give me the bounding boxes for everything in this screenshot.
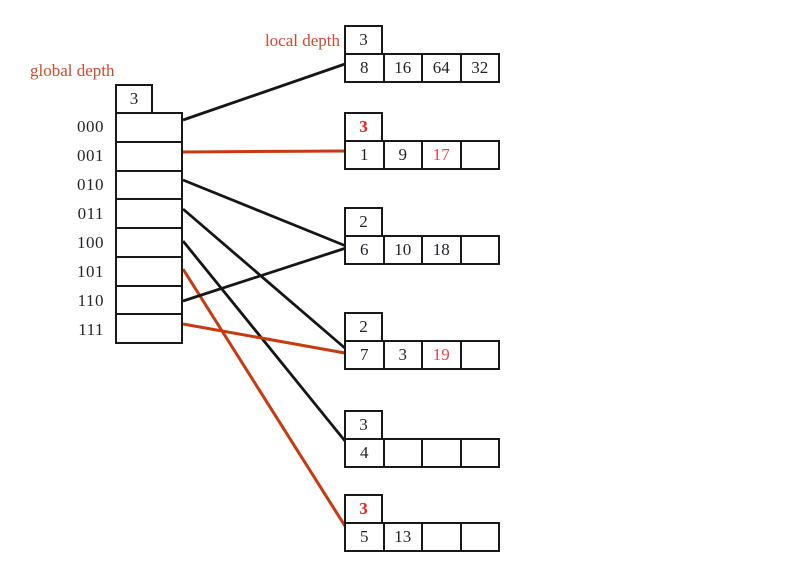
bucket-3-local-depth: 2 [359,212,368,231]
bucket-cell: 13 [382,524,422,550]
global-depth-box: 3 [115,84,153,112]
bucket-cell: 9 [382,142,422,168]
bucket-cell [459,342,499,368]
bucket-cell: 4 [360,443,369,462]
directory-slot-010 [117,169,181,199]
bucket-4: 2 7 3 19 [344,312,500,370]
global-depth-value: 3 [129,89,139,108]
bucket-1-cells: 8 16 64 32 [344,53,500,83]
bucket-cell [459,142,499,168]
bucket-cell: 18 [421,237,460,263]
directory-index-001: 001 [77,145,104,165]
bucket-6-local-depth: 3 [359,499,368,518]
bucket-cell: 6 [360,240,369,259]
directory-index-100: 100 [77,232,104,252]
bucket-cell [459,237,499,263]
bucket-cell: 5 [360,527,369,546]
bucket-4-local-depth: 2 [359,317,368,336]
bucket-1: 3 8 16 64 32 [344,25,500,83]
directory-slot-111 [117,313,181,342]
link-111-bucket-4 [182,322,346,355]
bucket-cell [459,440,499,466]
bucket-6-cells: 5 13 [344,522,500,552]
link-000-bucket-1 [182,62,346,122]
link-010-bucket-3 [182,178,347,248]
bucket-cell: 7 [360,345,369,364]
directory-index-110: 110 [77,290,104,310]
bucket-cell [382,440,422,466]
bucket-4-local-depth-box: 2 [344,312,383,340]
directory-slot-110 [117,284,181,314]
bucket-2-cells: 1 9 17 [344,140,500,170]
bucket-3-local-depth-box: 2 [344,207,383,235]
directory-slot-001 [117,140,181,170]
bucket-2-local-depth-box: 3 [344,112,383,140]
local-depth-label: local depth [264,31,340,50]
directory-slot-000 [117,114,181,141]
bucket-cell [421,524,460,550]
link-100-bucket-5 [181,240,347,442]
bucket-4-cells: 7 3 19 [344,340,500,370]
bucket-1-local-depth: 3 [359,30,368,49]
bucket-5-local-depth-box: 3 [344,410,383,438]
bucket-cell: 1 [360,145,369,164]
bucket-5: 3 4 [344,410,500,468]
directory-slot-100 [117,227,181,256]
directory-index-111: 111 [78,319,104,339]
link-011-bucket-4 [182,207,347,351]
directory-slot-101 [117,255,181,285]
bucket-3: 2 6 10 18 [344,207,500,265]
bucket-cell: 19 [421,342,460,368]
bucket-cell [421,440,460,466]
bucket-6: 3 5 13 [344,494,500,552]
directory-slot-011 [117,198,181,227]
bucket-cell: 8 [360,58,369,77]
bucket-5-cells: 4 [344,438,500,468]
bucket-2-local-depth: 3 [359,117,368,136]
directory-index-011: 011 [77,203,104,223]
bucket-1-local-depth-box: 3 [344,25,383,53]
directory-table [115,112,183,344]
link-110-bucket-3 [182,246,347,303]
bucket-cell: 32 [459,55,499,81]
directory-index-101: 101 [77,261,104,281]
global-depth-label: global depth [30,61,115,80]
directory-index-labels: 000 001 010 011 100 101 110 111 [52,112,104,344]
bucket-cell: 64 [421,55,460,81]
bucket-cell [459,524,499,550]
directory-index-010: 010 [77,174,104,194]
bucket-cell: 10 [382,237,422,263]
link-101-bucket-6 [181,268,347,527]
bucket-6-local-depth-box: 3 [344,494,383,522]
directory-index-000: 000 [77,116,104,136]
bucket-2: 3 1 9 17 [344,112,500,170]
bucket-3-cells: 6 10 18 [344,235,500,265]
bucket-cell: 16 [382,55,422,81]
bucket-cell: 3 [382,342,422,368]
bucket-5-local-depth: 3 [359,415,368,434]
link-001-bucket-2 [182,149,346,154]
bucket-cell: 17 [421,142,460,168]
